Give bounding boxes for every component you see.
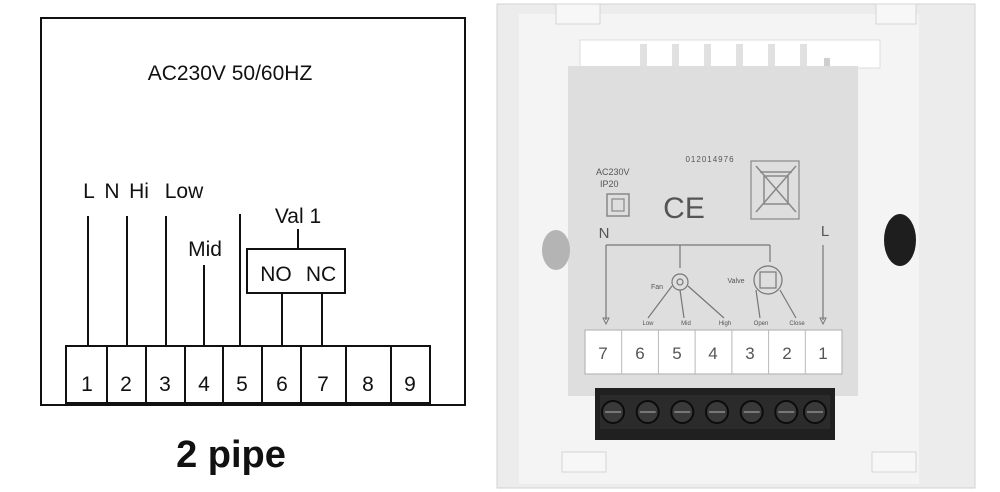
panel-terminal-strip: 7 6 5 4 3 2 1 [584, 329, 843, 375]
wire-label-low: Low [165, 180, 204, 203]
screw-terminals [601, 400, 827, 424]
terminal-number: 5 [236, 373, 248, 396]
speed-mid: Mid [681, 321, 691, 327]
double-insulation-icon [606, 193, 630, 217]
panel-terminal-number: 4 [708, 344, 717, 363]
bottom-tab [561, 451, 607, 473]
panel-terminal-number: 7 [598, 344, 607, 363]
valve-text: Valve [728, 278, 745, 285]
mount-hole-left [542, 230, 570, 270]
vent-slot [704, 44, 711, 66]
terminal-block: 1 2 3 4 5 6 7 8 9 [65, 345, 431, 404]
terminal [390, 345, 431, 404]
line-label: L [821, 223, 829, 240]
terminal-number: 2 [120, 373, 132, 396]
panel-terminal-number: 6 [635, 344, 644, 363]
terminal-number: 8 [362, 373, 374, 396]
diagram-frame [40, 17, 466, 406]
terminal-number: 6 [276, 373, 288, 396]
speed-high: High [719, 321, 731, 327]
panel-terminal-number: 3 [745, 344, 754, 363]
weee-bin [763, 175, 789, 205]
valve-open: Open [754, 321, 769, 327]
vent-slot [640, 44, 647, 66]
vent-slot [768, 44, 775, 66]
panel-terminal-number: 1 [818, 344, 827, 363]
mount-hole-right [884, 214, 916, 266]
valve-label: Val 1 [275, 205, 321, 228]
terminal-number: 7 [317, 373, 329, 396]
ip-label: IP20 [600, 179, 619, 189]
schematic-line [679, 289, 685, 319]
supply-label: AC230V 50/60HZ [148, 62, 313, 85]
terminal-arrow [819, 317, 827, 326]
double-insulation-icon-inner [611, 198, 625, 212]
terminal-number: 4 [198, 373, 210, 396]
valve-symbol [753, 265, 783, 295]
rating-label: AC230V [596, 167, 630, 177]
vent-slot [672, 44, 679, 66]
vent-strip [579, 39, 881, 69]
terminal [222, 345, 263, 404]
top-tab [555, 3, 601, 25]
no-label: NO [260, 263, 292, 286]
valve-symbol-body [759, 271, 777, 289]
terminal-strip [584, 329, 843, 375]
ce-mark: CE [663, 192, 705, 225]
weee-bin-icon [750, 160, 800, 220]
printed-schematic [602, 244, 827, 326]
terminal-arrow [602, 317, 610, 326]
schematic-line [647, 285, 673, 319]
serial-number: 012014976 [685, 155, 734, 164]
bottom-tab [871, 451, 917, 473]
vent-slots [640, 44, 830, 68]
wire-label-hi: Hi [129, 180, 149, 203]
fan-motor-core [676, 278, 684, 286]
wire-label-n: N [104, 180, 119, 203]
weee-frame [750, 160, 800, 220]
schematic-line [755, 289, 761, 319]
vent-slot [736, 44, 743, 66]
vent-slot [824, 58, 830, 68]
speed-low: Low [642, 321, 654, 327]
top-tab [875, 3, 917, 25]
wire-label-mid: Mid [188, 238, 222, 261]
terminal-number: 1 [81, 373, 93, 396]
terminal [145, 345, 186, 404]
weee-cross [755, 165, 797, 213]
vent-slot [800, 44, 807, 66]
terminal-number: 9 [404, 373, 416, 396]
schematic-line [687, 285, 725, 319]
terminal [65, 345, 108, 404]
caption: 2 pipe [176, 434, 286, 476]
schematic-line [779, 289, 797, 319]
terminal-number: 3 [159, 373, 171, 396]
neutral-label: N [599, 225, 610, 242]
valve-contact-box [246, 248, 346, 294]
back-panel: 012014976 AC230V IP20 CE N L [496, 3, 976, 489]
wire-label-l: L [83, 180, 95, 203]
fan-label: Fan [651, 284, 663, 291]
panel-terminal-number: 5 [672, 344, 681, 363]
panel-terminal-number: 2 [782, 344, 791, 363]
wiring-diagram: AC230V 50/60HZ L N Hi Low Mid Val 1 NO N… [40, 17, 466, 476]
valve-close: Close [789, 321, 805, 327]
nc-label: NC [306, 263, 336, 286]
